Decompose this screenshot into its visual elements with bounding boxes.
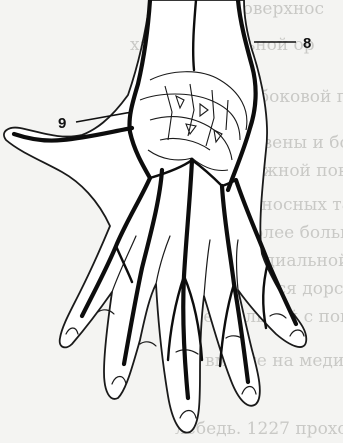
crease-2 xyxy=(140,342,156,346)
label-9: 9 xyxy=(58,115,66,132)
label-8: 8 xyxy=(303,35,311,52)
bg-line-12: лебедь. 1227 проходит под пахо xyxy=(175,419,343,439)
